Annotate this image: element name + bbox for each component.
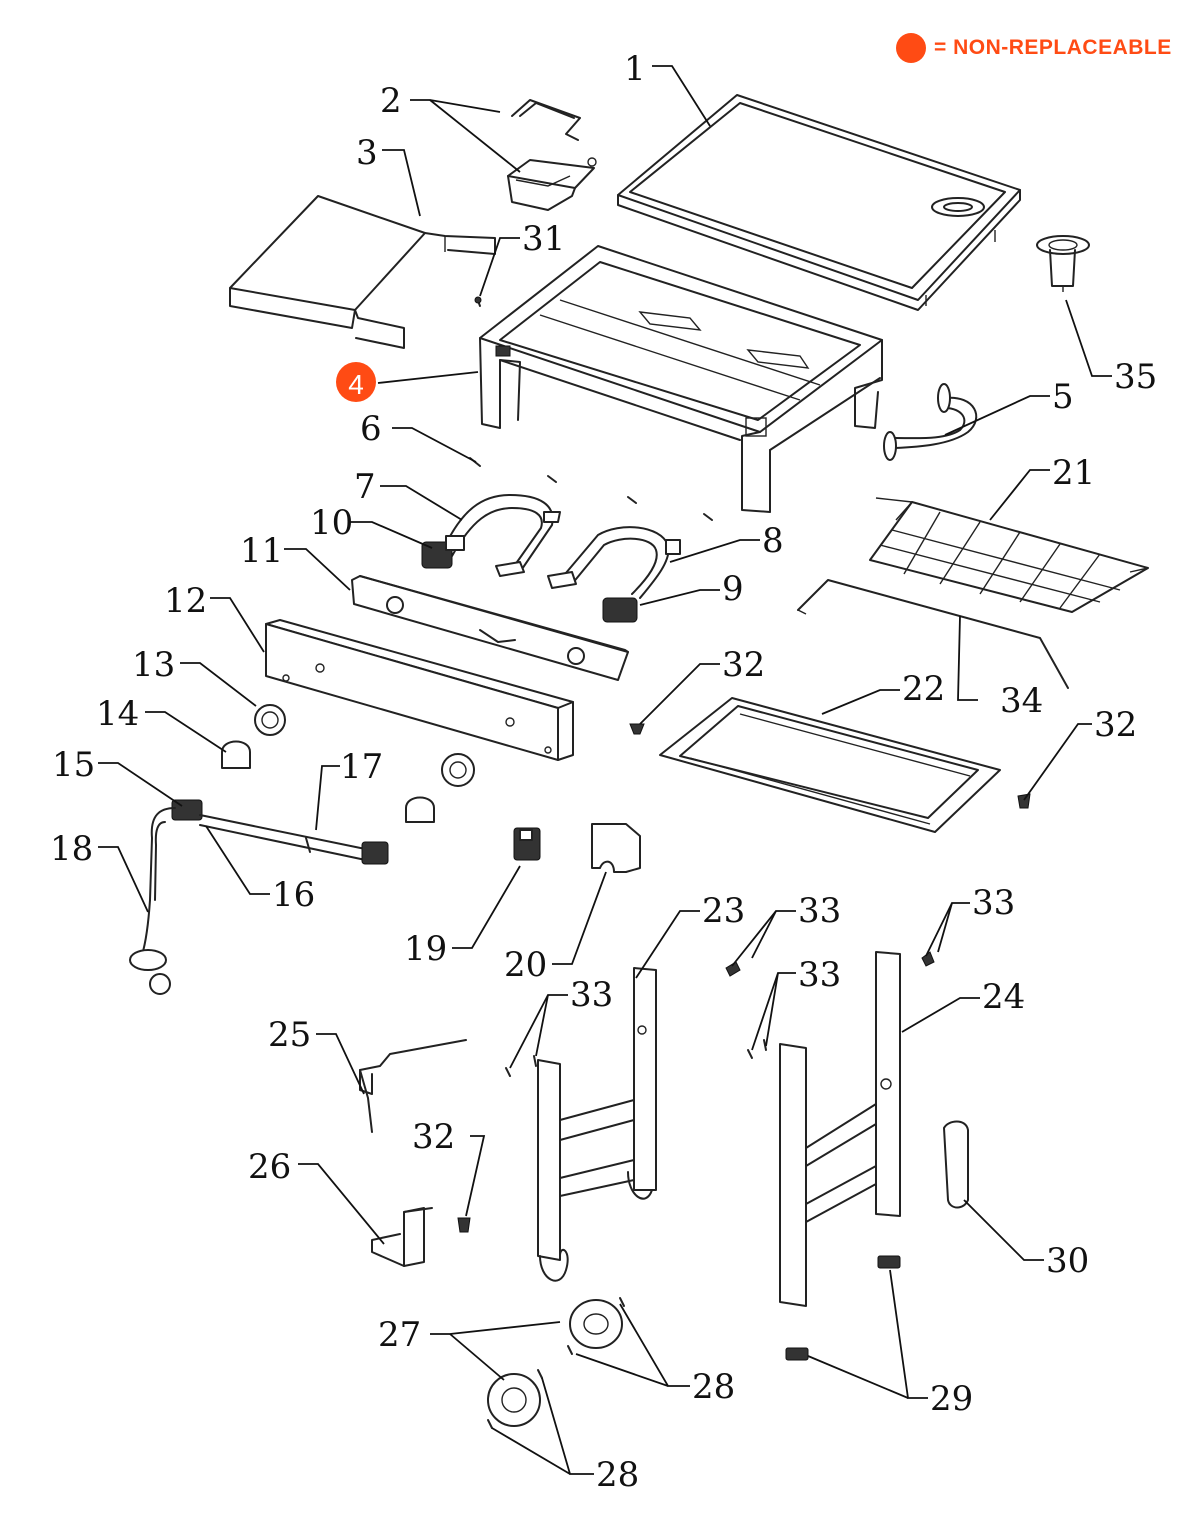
part-label-19: 19 xyxy=(404,929,447,969)
bolts-33 xyxy=(505,951,935,1077)
screws-6 xyxy=(469,457,713,521)
igniter xyxy=(513,827,541,861)
leader-lines xyxy=(98,65,1112,1475)
part-label-2: 2 xyxy=(380,81,402,121)
non-replaceable-marker xyxy=(336,362,376,402)
part-label-15: 15 xyxy=(52,745,95,785)
grease-cup xyxy=(1036,235,1090,292)
part-label-6: 6 xyxy=(360,409,382,449)
right-leg-assembly xyxy=(779,951,901,1307)
part-label-33b: 33 xyxy=(972,883,1015,923)
knobs xyxy=(254,704,475,787)
part-label-32a: 32 xyxy=(722,645,765,685)
screw-31 xyxy=(474,296,482,307)
non-replaceable-dot-icon xyxy=(896,33,926,63)
part-label-27: 27 xyxy=(378,1315,421,1355)
igniter-cover xyxy=(591,823,641,873)
part-label-26: 26 xyxy=(248,1147,291,1187)
part-label-21: 21 xyxy=(1052,453,1095,493)
part-label-35: 35 xyxy=(1114,357,1157,397)
knob-bezels xyxy=(221,740,435,823)
wheels xyxy=(487,1299,623,1427)
clips-32 xyxy=(457,723,1031,1233)
part-label-8: 8 xyxy=(762,521,784,561)
part-label-29: 29 xyxy=(930,1379,973,1419)
part-label-17: 17 xyxy=(340,747,383,787)
part-label-13: 13 xyxy=(132,645,175,685)
part-label-16: 16 xyxy=(272,875,315,915)
wire-bracket xyxy=(359,1039,467,1133)
drip-tray xyxy=(659,697,1001,833)
axle-bolts xyxy=(487,1297,625,1429)
left-leg-assembly xyxy=(537,967,657,1282)
right-burner xyxy=(547,526,681,623)
part-label-25: 25 xyxy=(268,1015,311,1055)
griddle-body-frame xyxy=(479,245,883,513)
legend-text: = NON-REPLACEABLE xyxy=(934,36,1172,59)
part-label-1: 1 xyxy=(624,49,646,89)
grill-grate xyxy=(869,497,1149,613)
leg-caps xyxy=(785,1255,901,1361)
part-label-22: 22 xyxy=(902,669,945,709)
part-label-28a: 28 xyxy=(692,1367,735,1407)
part-labels: 1 2 3 6 7 10 11 12 13 14 15 17 18 16 19 … xyxy=(50,49,1157,1495)
part-label-20: 20 xyxy=(504,945,547,985)
part-label-12: 12 xyxy=(164,581,207,621)
part-label-23: 23 xyxy=(702,891,745,931)
part-label-34: 34 xyxy=(1000,681,1043,721)
left-burner xyxy=(421,494,561,577)
control-panel xyxy=(265,619,574,761)
part-label-33d: 33 xyxy=(570,975,613,1015)
part-label-11: 11 xyxy=(240,531,283,571)
legend: = NON-REPLACEABLE xyxy=(896,32,1172,64)
side-shelf xyxy=(229,195,496,349)
griddle-plate xyxy=(617,94,1021,311)
tank-bracket xyxy=(371,1207,433,1267)
part-label-5: 5 xyxy=(1052,377,1074,417)
part-label-7: 7 xyxy=(354,467,376,507)
wire-rack xyxy=(797,579,1069,689)
part-label-31: 31 xyxy=(522,219,565,259)
part-label-9: 9 xyxy=(722,569,744,609)
part-label-4: 4 xyxy=(348,369,364,400)
part-label-32c: 32 xyxy=(412,1117,455,1157)
part-label-30: 30 xyxy=(1046,1241,1089,1281)
part-label-28b: 28 xyxy=(596,1455,639,1495)
grease-tray xyxy=(507,99,597,211)
part-label-14: 14 xyxy=(96,694,139,734)
tank-hook xyxy=(943,1120,969,1209)
part-label-33c: 33 xyxy=(798,955,841,995)
part-label-10: 10 xyxy=(310,503,353,543)
cross-tube xyxy=(883,383,978,461)
part-label-24: 24 xyxy=(982,977,1025,1017)
part-label-18: 18 xyxy=(50,829,93,869)
gas-manifold xyxy=(129,799,389,995)
part-label-3: 3 xyxy=(356,133,378,173)
heat-shield xyxy=(351,575,629,681)
part-label-33a: 33 xyxy=(798,891,841,931)
part-label-32b: 32 xyxy=(1094,705,1137,745)
